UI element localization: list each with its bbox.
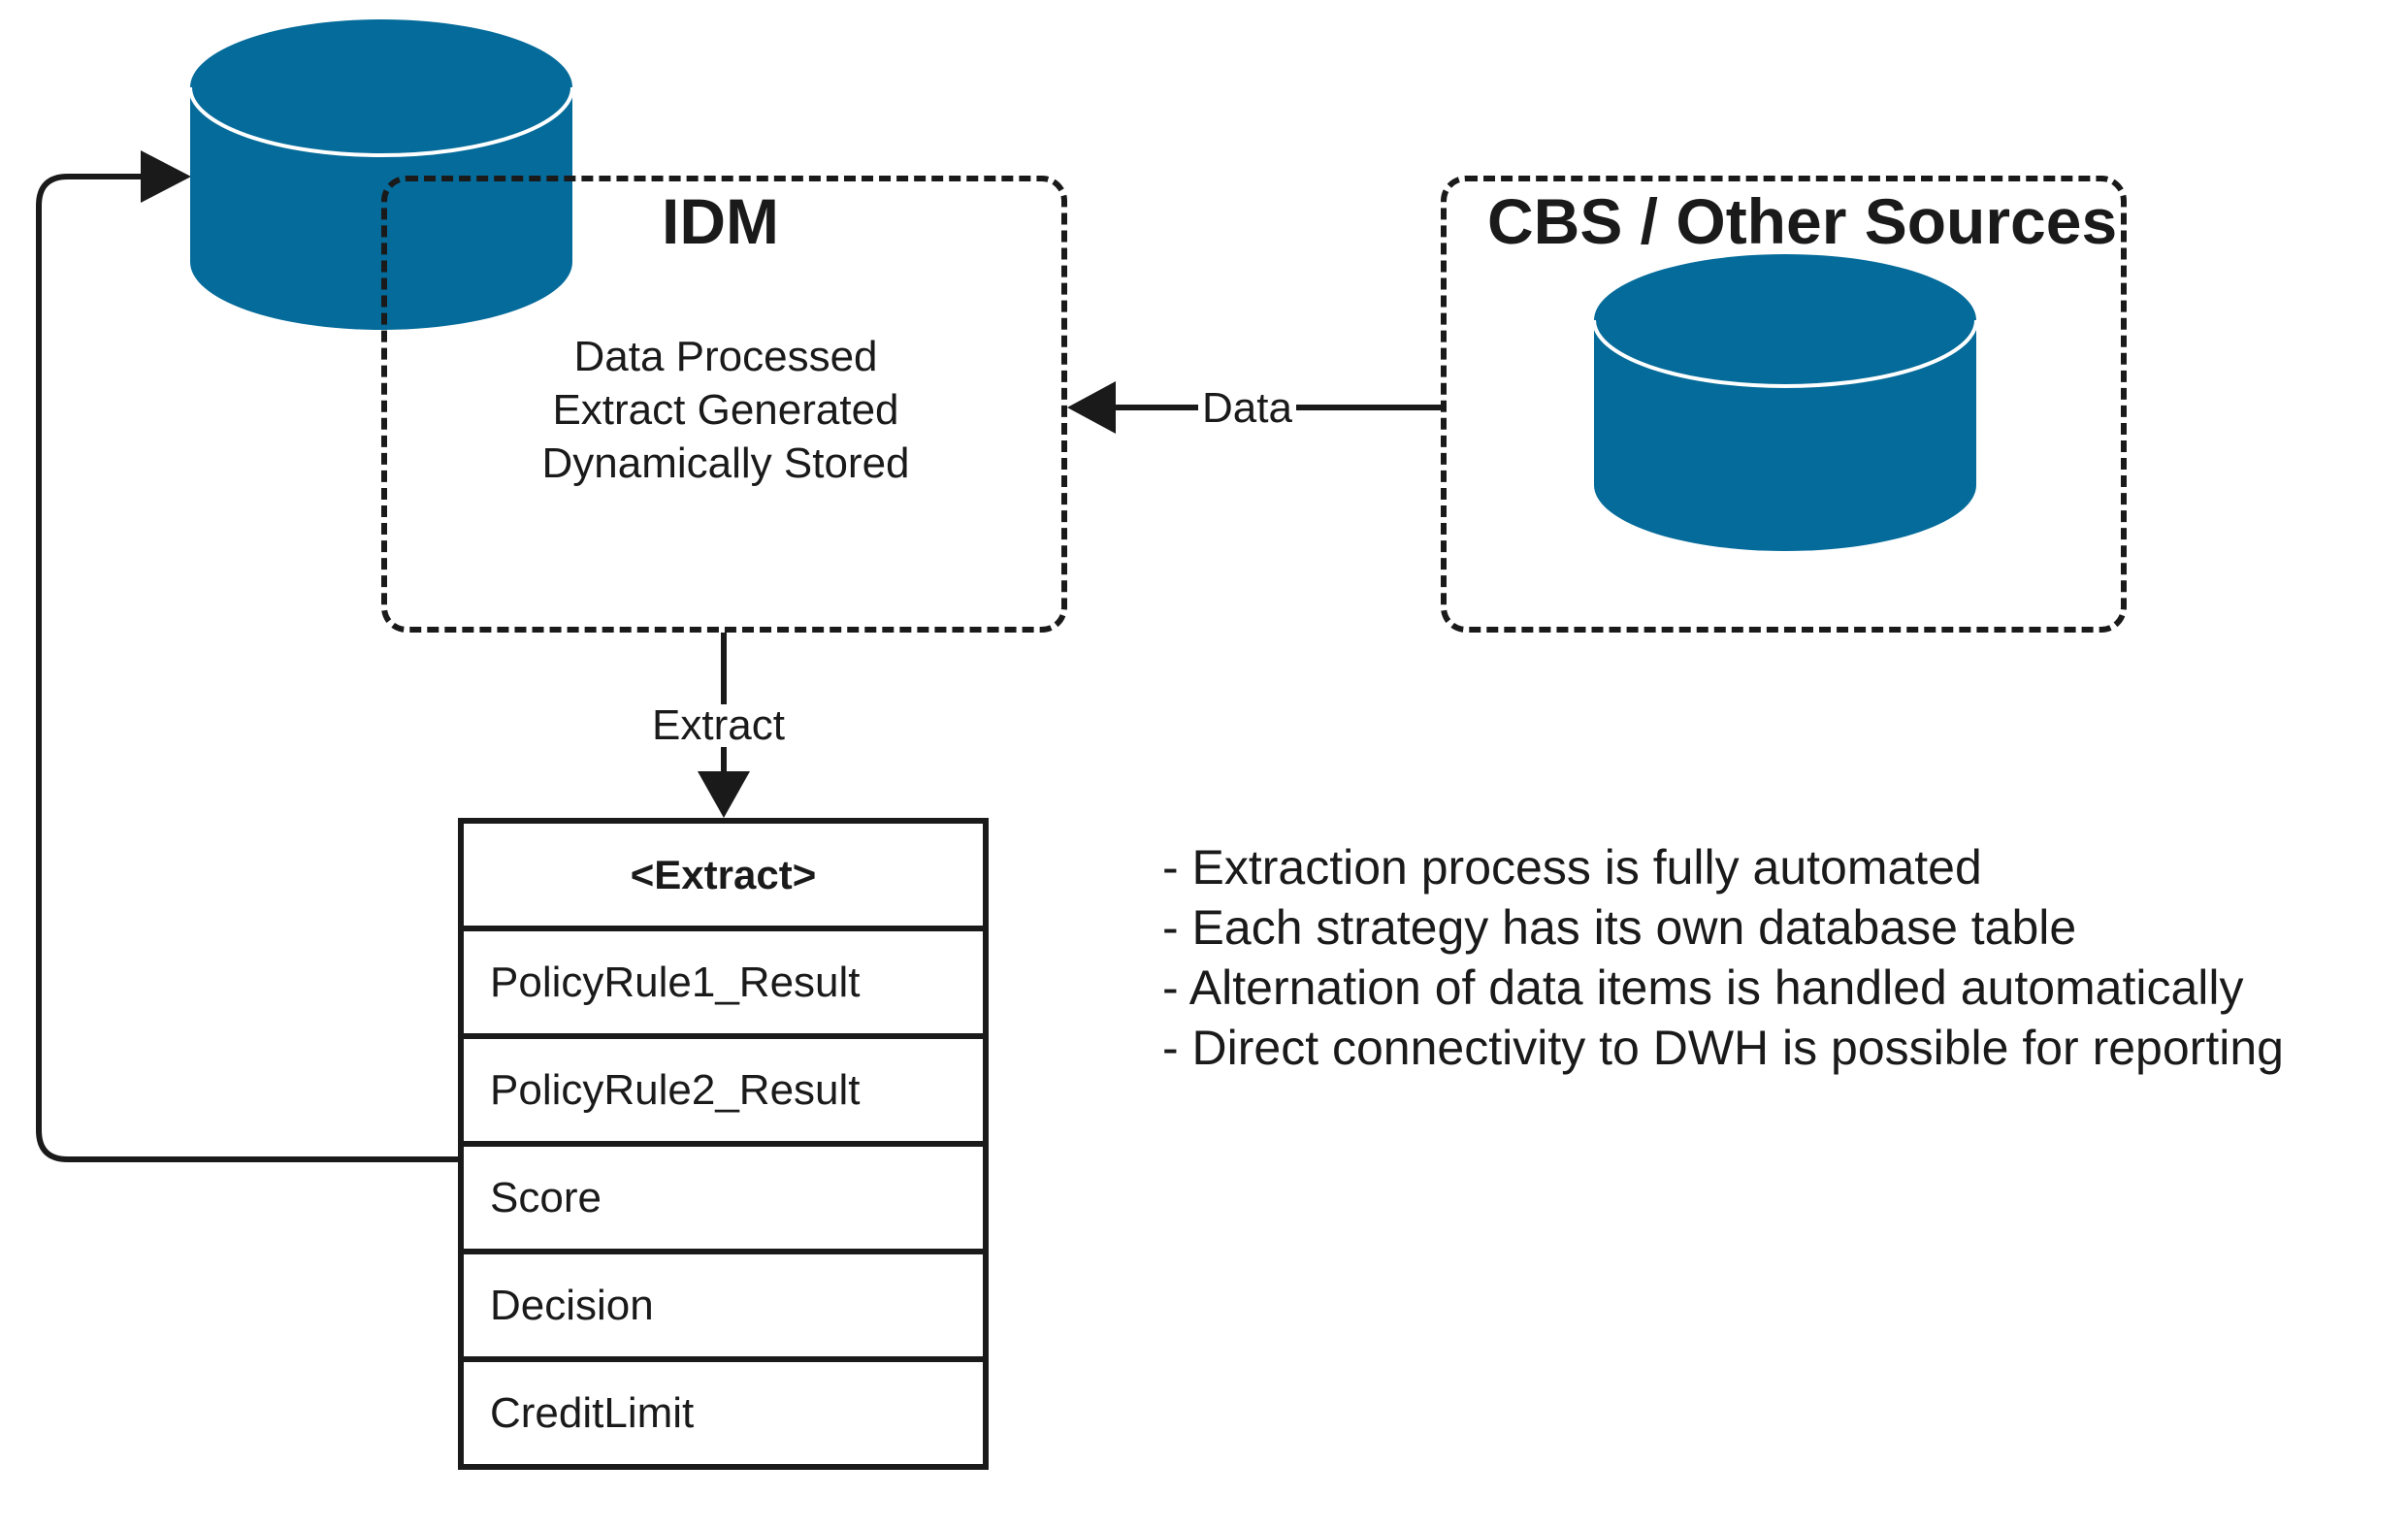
extract-table-row: Decision (458, 1249, 989, 1362)
cbs-container (1441, 176, 2127, 633)
extract-table-row: CreditLimit (458, 1356, 989, 1470)
extract-table: <Extract> PolicyRule1_Result PolicyRule2… (458, 818, 989, 1470)
data-arrowhead (1067, 381, 1116, 434)
note-item: - Alternation of data items is handled a… (1162, 960, 2244, 1015)
idm-description-line: Extract Generated (552, 386, 899, 434)
extract-edge-label: Extract (648, 704, 789, 747)
extract-table-row: PolicyRule1_Result (458, 926, 989, 1039)
extract-table-row: Score (458, 1141, 989, 1254)
idm-title: IDM (662, 185, 779, 257)
idm-description-line: Dynamically Stored (541, 439, 910, 487)
cbs-database-icon (1592, 254, 1978, 551)
note-item: - Direct connectivity to DWH is possible… (1162, 1021, 2284, 1075)
data-edge-label: Data (1198, 387, 1296, 430)
extract-table-row: PolicyRule2_Result (458, 1033, 989, 1147)
idm-description-line: Data Processed (573, 333, 878, 380)
note-item: - Extraction process is fully automated (1162, 840, 1982, 895)
idm-container (381, 176, 1067, 633)
notes-list: - Extraction process is fully automated … (1162, 837, 2284, 1078)
note-item: - Each strategy has its own database tab… (1162, 900, 2077, 955)
feedback-arrowhead (141, 150, 191, 203)
cbs-title: CBS / Other Sources (1487, 185, 2118, 257)
extract-arrowhead (698, 771, 750, 818)
feedback-connector (36, 174, 458, 1162)
extract-table-header: <Extract> (458, 818, 989, 931)
